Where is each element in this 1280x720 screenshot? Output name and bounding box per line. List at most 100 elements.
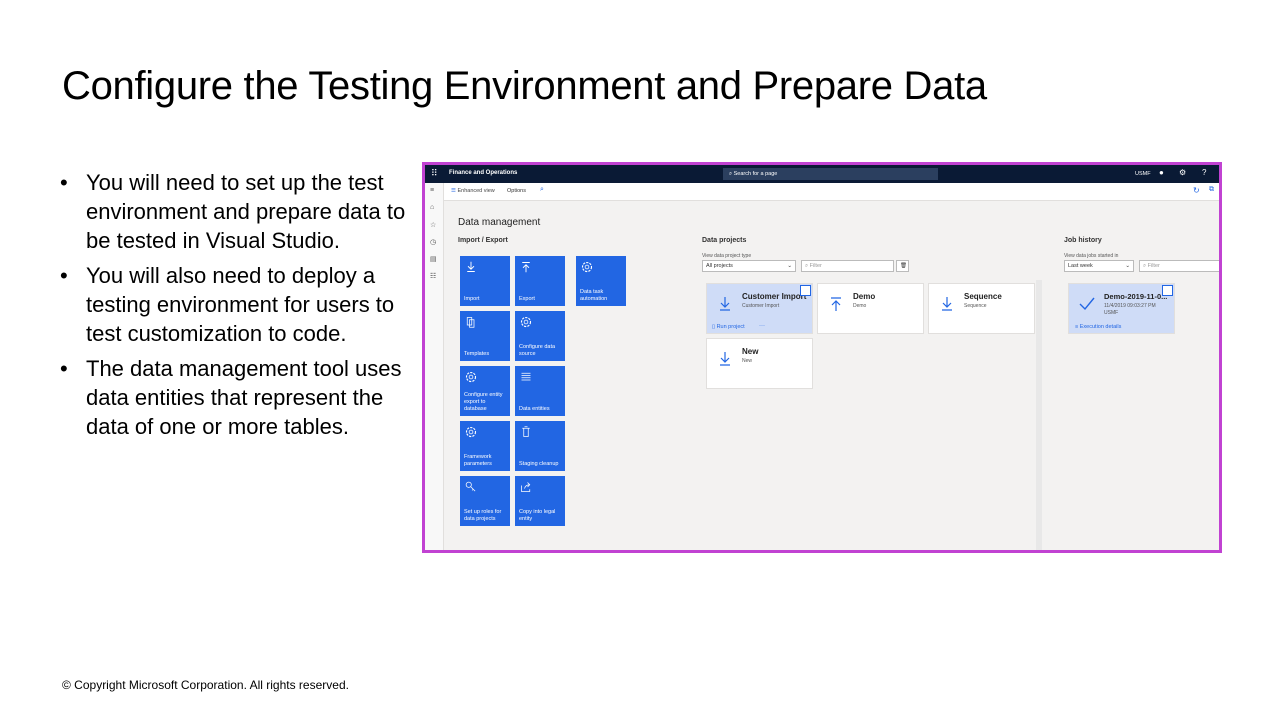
trash-icon: 🗑: [900, 263, 907, 269]
bullet: You will also need to deploy a testing e…: [60, 261, 410, 348]
tile-label: Data entities: [519, 406, 550, 412]
tile-staging-cleanup[interactable]: Staging cleanup: [515, 421, 565, 471]
workspaces-icon[interactable]: ▤: [430, 256, 437, 263]
tile-configure-entity-export-to-database[interactable]: Configure entity export to database: [460, 366, 510, 416]
gear-icon[interactable]: ⚙: [1179, 168, 1187, 177]
upload-icon: [831, 297, 841, 311]
left-nav: ≡ ⌂ ☆ ◷ ▤ ☷: [425, 183, 444, 550]
gear-icon: [465, 426, 477, 438]
project-filter-input[interactable]: ⌕ Filter: [801, 260, 894, 272]
app-name: Finance and Operations: [449, 170, 518, 176]
key-icon: [465, 481, 476, 492]
job-company: USMF: [1104, 310, 1119, 316]
gear-icon: [465, 371, 477, 383]
check-icon: [1079, 297, 1095, 311]
share-icon: [521, 482, 531, 492]
tile-label: Templates: [464, 351, 490, 357]
job-history-heading: Job history: [1064, 237, 1102, 244]
job-range-select[interactable]: Last week ⌄: [1064, 260, 1134, 272]
project-type-value: All projects: [706, 263, 733, 269]
popout-icon[interactable]: ⧉: [1209, 186, 1214, 193]
search-input[interactable]: ⌕ Search for a page: [723, 168, 938, 180]
execution-details-label: Execution details: [1079, 324, 1122, 330]
refresh-icon[interactable]: ↻: [1193, 186, 1200, 195]
tile-label: Set up roles for data projects: [464, 509, 502, 522]
download-icon: [942, 297, 952, 311]
recent-icon[interactable]: ◷: [430, 239, 437, 246]
help-icon[interactable]: ?: [1202, 168, 1207, 177]
data-projects-heading: Data projects: [702, 237, 747, 244]
download-icon: [720, 352, 730, 366]
enhanced-view-button[interactable]: ☰ Enhanced view: [451, 188, 495, 194]
bullet: The data management tool uses data entit…: [60, 354, 410, 441]
tile-label: Configure entity export to database: [464, 392, 503, 412]
tile-export[interactable]: Export: [515, 256, 565, 306]
slide-title: Configure the Testing Environment and Pr…: [62, 64, 987, 108]
job-card[interactable]: Demo-2019-11-0... 11/4/2019 09:03:27 PM …: [1068, 283, 1175, 334]
bullet-list: You will need to set up the test environ…: [60, 168, 410, 447]
project-title: New: [742, 347, 759, 356]
tile-templates[interactable]: Templates: [460, 311, 510, 361]
tile-set-up-roles-for-data-projects[interactable]: Set up roles for data projects: [460, 476, 510, 526]
tile-framework-parameters[interactable]: Framework parameters: [460, 421, 510, 471]
run-project-button[interactable]: ▯ Run project: [712, 324, 745, 330]
enhanced-view-label: Enhanced view: [457, 188, 495, 194]
project-subtitle: Demo: [853, 303, 867, 309]
copyright: © Copyright Microsoft Corporation. All r…: [62, 678, 349, 692]
delete-button[interactable]: 🗑: [896, 260, 909, 272]
job-checkbox[interactable]: [1162, 285, 1173, 296]
home-icon[interactable]: ⌂: [430, 204, 435, 211]
menu-icon[interactable]: ≡: [430, 187, 435, 194]
tile-configure-data-source[interactable]: Configure data source: [515, 311, 565, 361]
execution-details-link[interactable]: ≡ Execution details: [1075, 324, 1122, 330]
more-button[interactable]: ···: [759, 323, 765, 329]
app-launcher-icon[interactable]: ⠿: [431, 168, 438, 178]
search-icon[interactable]: ⌕: [540, 186, 544, 193]
tile-copy-into-legal-entity[interactable]: Copy into legal entity: [515, 476, 565, 526]
tile-label: Framework parameters: [464, 454, 492, 467]
project-title: Sequence: [964, 292, 1002, 301]
gear-icon: [520, 316, 532, 328]
download-icon: [720, 297, 730, 311]
scrollbar[interactable]: [1036, 280, 1042, 550]
tile-label: Import: [464, 296, 480, 302]
tile-label: Staging cleanup: [519, 461, 559, 467]
list-icon: [521, 372, 531, 381]
company-picker[interactable]: USMF: [1135, 171, 1151, 177]
tile-data-task-automation[interactable]: Data task automation: [576, 256, 626, 306]
tile-label: Export: [519, 296, 535, 302]
copy-icon: [466, 317, 475, 328]
tile-import[interactable]: Import: [460, 256, 510, 306]
project-title: Demo: [853, 292, 876, 301]
job-date: 11/4/2019 09:03:27 PM: [1104, 303, 1156, 309]
job-title: Demo-2019-11-0...: [1104, 292, 1168, 301]
app-screenshot: ⠿ Finance and Operations ⌕ Search for a …: [422, 162, 1222, 553]
modules-icon[interactable]: ☷: [430, 273, 437, 280]
project-type-label: View data project type: [702, 253, 752, 259]
tile-label: Data task automation: [580, 289, 608, 302]
project-type-select[interactable]: All projects ⌄: [702, 260, 796, 272]
chevron-down-icon: ⌄: [1125, 263, 1130, 269]
project-subtitle: New: [742, 358, 753, 364]
job-filter-input[interactable]: ⌕ Filter: [1139, 260, 1219, 272]
download-icon: [467, 261, 475, 272]
job-range-value: Last week: [1068, 263, 1093, 269]
project-subtitle: Sequence: [964, 303, 987, 309]
tile-data-entities[interactable]: Data entities: [515, 366, 565, 416]
star-icon[interactable]: ☆: [430, 222, 437, 229]
search-placeholder: Search for a page: [733, 171, 778, 177]
upload-icon: [522, 262, 530, 273]
notification-icon[interactable]: ●: [1159, 168, 1164, 177]
filter-placeholder: Filter: [1147, 263, 1160, 269]
filter-placeholder: Filter: [809, 263, 822, 269]
project-subtitle: Customer Import: [742, 303, 780, 309]
options-button[interactable]: Options: [507, 188, 526, 194]
job-range-label: View data jobs started in: [1064, 253, 1119, 259]
tile-label: Configure data source: [519, 344, 556, 357]
chevron-down-icon: ⌄: [787, 263, 792, 269]
project-checkbox[interactable]: [800, 285, 811, 296]
